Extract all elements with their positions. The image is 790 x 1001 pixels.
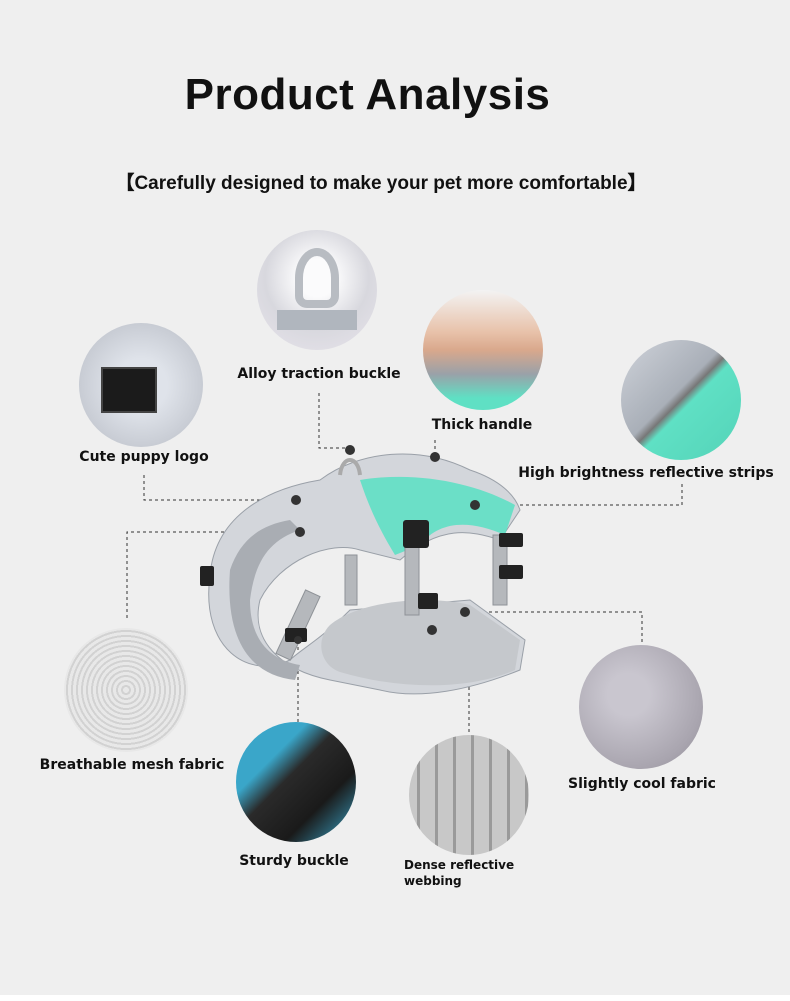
page-title: Product Analysis xyxy=(184,70,551,119)
puppy-logo-icon xyxy=(101,367,157,413)
harness-illustration xyxy=(200,453,526,695)
alloy-buckle-image xyxy=(257,230,377,350)
cool-fabric-image xyxy=(579,645,703,769)
webbing-image xyxy=(409,735,529,855)
sturdy-buckle-label: Sturdy buckle xyxy=(239,853,349,869)
page-subtitle: 【Carefully designed to make your pet mor… xyxy=(115,173,647,194)
cool-fabric-label: Slightly cool fabric xyxy=(568,776,716,792)
thick-handle-image xyxy=(423,290,543,410)
bottom-border xyxy=(0,995,790,1001)
mesh-fabric-label: Breathable mesh fabric xyxy=(39,757,225,773)
sturdy-buckle-image xyxy=(236,722,356,842)
alloy-buckle-label: Alloy traction buckle xyxy=(237,366,401,382)
puppy-logo-image xyxy=(79,323,203,447)
reflective-strips-label: High brightness reflective strips xyxy=(518,465,774,481)
webbing-label: Dense reflective webbing xyxy=(404,858,515,888)
thick-handle-label: Thick handle xyxy=(431,417,533,433)
mesh-fabric-image xyxy=(64,628,188,752)
reflective-strips-image xyxy=(621,340,741,460)
puppy-logo-label: Cute puppy logo xyxy=(79,449,209,465)
